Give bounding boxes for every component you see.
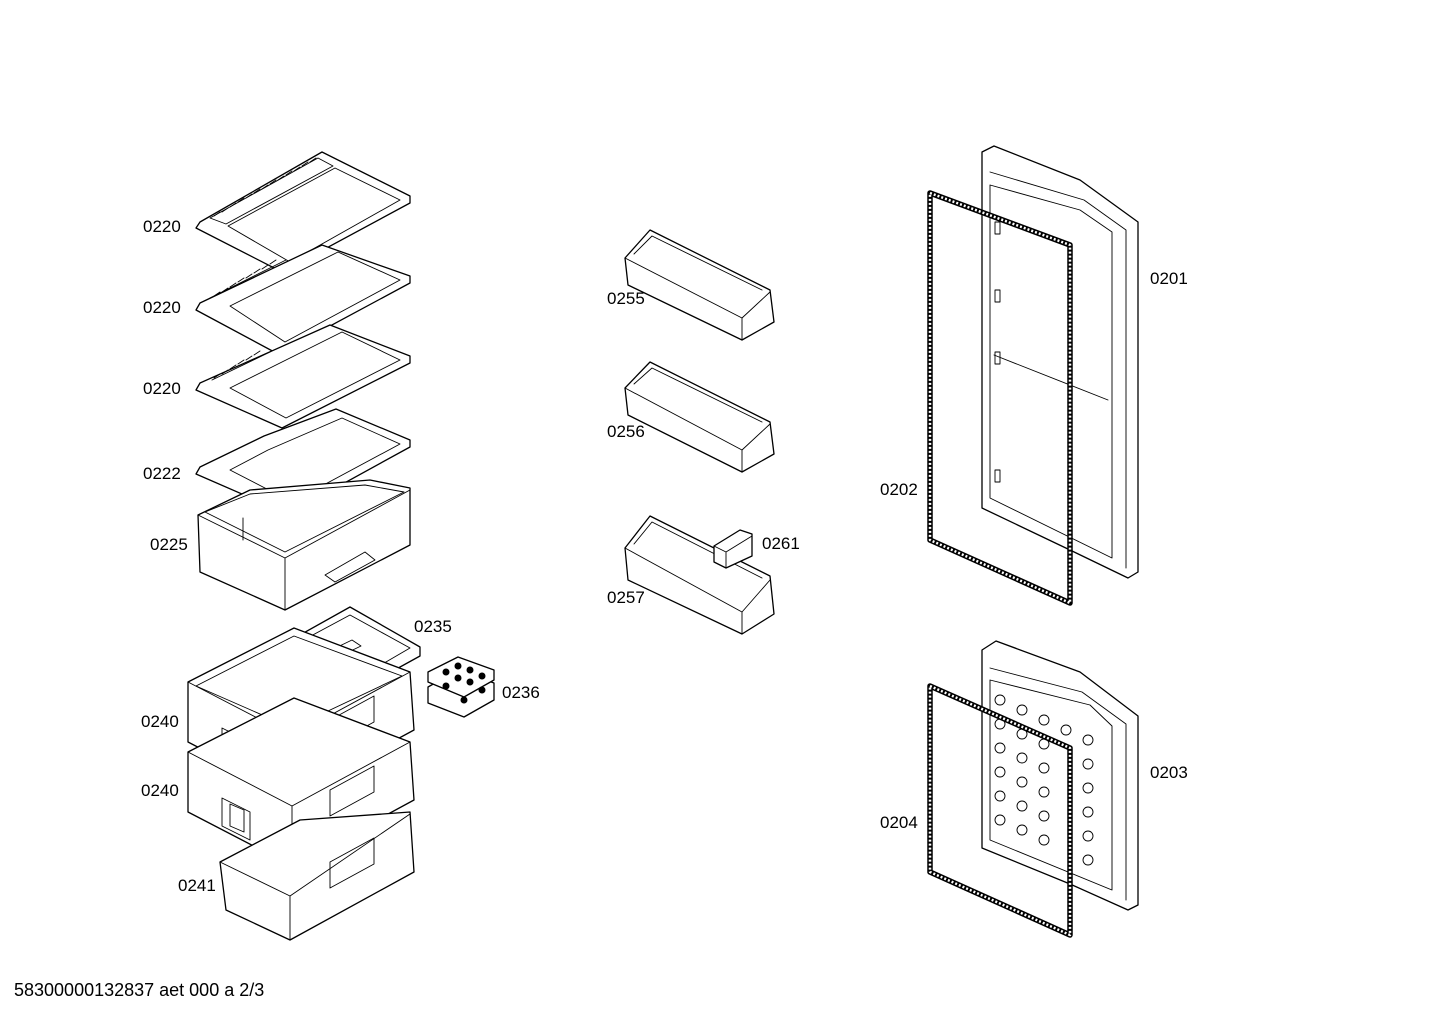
label-0240-top: 0240	[141, 712, 179, 731]
label-0255: 0255	[607, 289, 645, 308]
label-0240-bottom: 0240	[141, 781, 179, 800]
label-0222: 0222	[143, 464, 181, 483]
crisper-drawer-0225	[197, 479, 411, 611]
divider-clip-0261	[713, 529, 753, 569]
door-shelf-0256	[624, 361, 775, 473]
label-0220-middle: 0220	[143, 298, 181, 317]
label-0261: 0261	[762, 534, 800, 553]
label-0220-lower: 0220	[143, 379, 181, 398]
fridge-door-0201	[981, 145, 1139, 579]
label-0204: 0204	[880, 813, 918, 832]
label-0236: 0236	[502, 683, 540, 702]
label-0202: 0202	[880, 480, 918, 499]
freezer-door-bubbles	[994, 694, 1094, 866]
label-0257: 0257	[607, 588, 645, 607]
freezer-door-gasket-0204	[927, 683, 1073, 938]
glass-shelf-0220-lower	[195, 324, 411, 429]
label-0256: 0256	[607, 422, 645, 441]
document-reference-footer: 58300000132837 aet 000 a 2/3	[14, 980, 265, 1000]
freezer-drawer-0241	[219, 811, 415, 941]
label-0235: 0235	[414, 617, 452, 636]
door-shelf-0255	[624, 229, 775, 341]
ice-cube-tray-0236	[427, 656, 495, 718]
fridge-door-gasket-0202	[927, 190, 1073, 606]
label-0220-top: 0220	[143, 217, 181, 236]
glass-shelf-0220-top	[195, 151, 411, 273]
label-0203: 0203	[1150, 763, 1188, 782]
freezer-door-0203	[981, 640, 1139, 911]
label-0225: 0225	[150, 535, 188, 554]
label-0201: 0201	[1150, 269, 1188, 288]
glass-shelf-0220-middle	[195, 244, 411, 355]
label-0241: 0241	[178, 876, 216, 895]
